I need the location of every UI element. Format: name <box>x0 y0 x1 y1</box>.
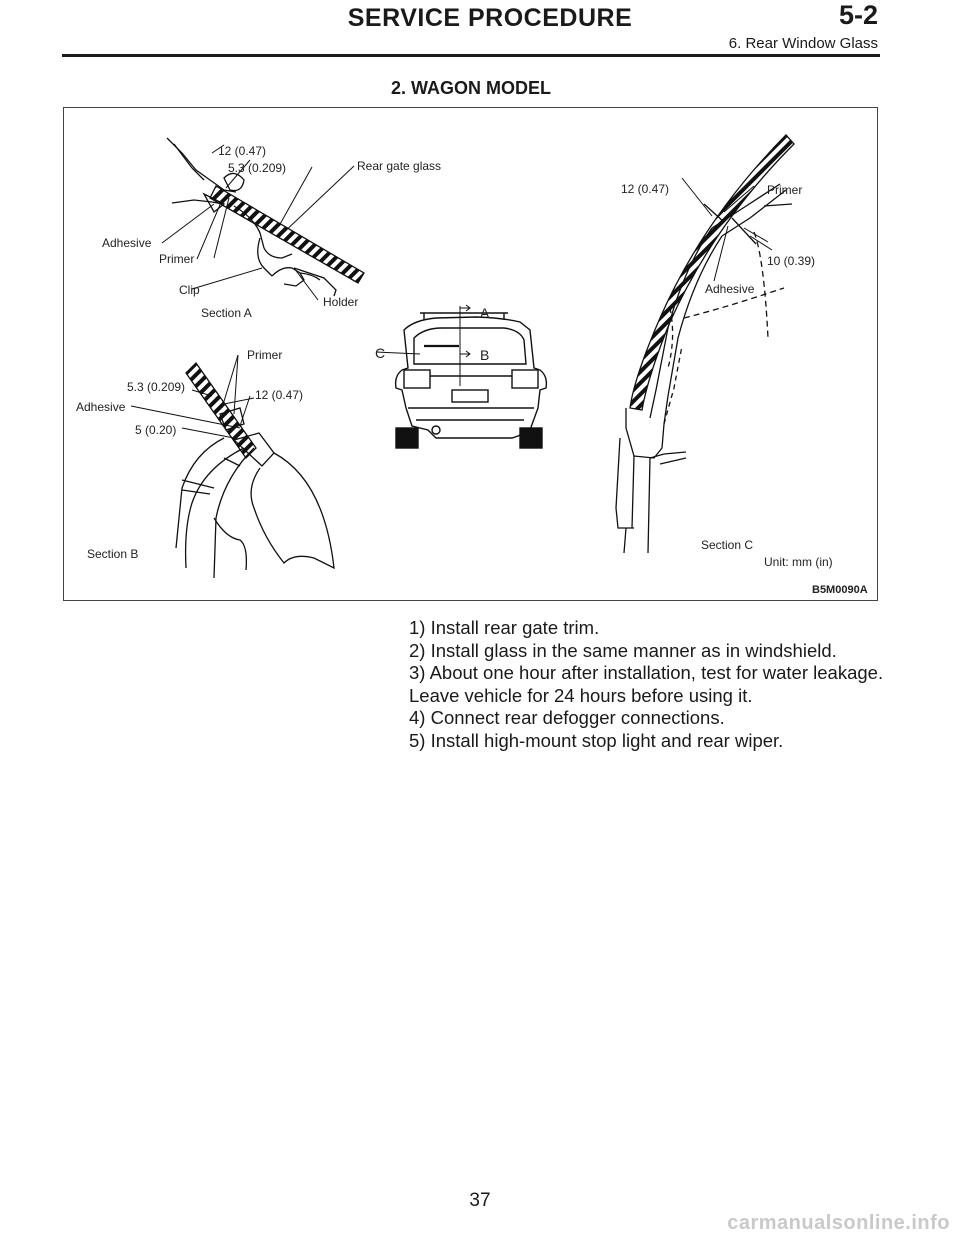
label-b-dim-53: 5.3 (0.209) <box>127 380 185 394</box>
label-a-dim-53: 5.3 (0.209) <box>228 161 286 175</box>
label-c-adhesive: Adhesive <box>705 282 755 296</box>
watermark: carmanualsonline.info <box>727 1212 950 1234</box>
label-b-primer: Primer <box>247 348 282 362</box>
page-number: 37 <box>469 1190 491 1211</box>
label-car-b: B <box>480 347 489 363</box>
page-header: SERVICE PROCEDURE 5-2 6. Rear Window Gla… <box>0 0 960 60</box>
step-item: 1) Install rear gate trim. <box>409 617 600 638</box>
header-rule <box>62 54 880 57</box>
label-a-adhesive: Adhesive <box>102 236 152 250</box>
step-item: 5) Install high-mount stop light and rea… <box>409 729 784 751</box>
label-b-adhesive: Adhesive <box>76 400 126 414</box>
label-c-section: Section C <box>701 538 753 552</box>
figure-box: 12 (0.47) 5.3 (0.209) Rear gate glass Ad… <box>63 107 878 601</box>
label-c-dim-10: 10 (0.39) <box>767 254 815 268</box>
label-b-dim-12: 12 (0.47) <box>255 388 303 402</box>
diagram-labels: 12 (0.47) 5.3 (0.209) Rear gate glass Ad… <box>76 144 868 596</box>
sub-heading: 2. WAGON MODEL <box>390 78 551 98</box>
procedure-steps: 1) Install rear gate trim. 2) Install gl… <box>409 617 889 752</box>
step-item: 4) Connect rear defogger connections. <box>409 707 725 728</box>
step-item: 2) Install glass in the same manner as i… <box>409 639 837 661</box>
label-unit: Unit: mm (in) <box>764 555 833 569</box>
label-a-rear-gate-glass: Rear gate glass <box>357 159 441 173</box>
figure-id: B5M0090A <box>812 584 868 596</box>
car-rear-view <box>375 304 548 449</box>
label-b-dim-5: 5 (0.20) <box>135 423 176 437</box>
label-a-primer: Primer <box>159 252 194 266</box>
section-number: 5-2 <box>838 0 878 30</box>
section-title: SERVICE PROCEDURE <box>347 4 633 32</box>
label-car-c: C <box>375 345 385 361</box>
section-a-drawing <box>161 137 365 301</box>
label-a-section: Section A <box>201 306 252 320</box>
step-item-continuation: Leave vehicle for 24 hours before using … <box>409 684 753 706</box>
section-b-drawing <box>130 354 335 579</box>
installation-diagram: 12 (0.47) 5.3 (0.209) Rear gate glass Ad… <box>76 134 868 596</box>
label-a-clip: Clip <box>179 283 200 297</box>
label-car-a: A <box>480 305 490 321</box>
label-b-section: Section B <box>87 547 138 561</box>
section-subtitle: 6. Rear Window Glass <box>728 35 878 52</box>
label-a-holder: Holder <box>323 295 358 309</box>
step-item: 3) About one hour after installation, te… <box>409 662 884 683</box>
section-c-drawing <box>615 134 795 554</box>
label-a-dim-12: 12 (0.47) <box>218 144 266 158</box>
label-c-primer: Primer <box>767 183 802 197</box>
label-c-dim-12: 12 (0.47) <box>621 182 669 196</box>
